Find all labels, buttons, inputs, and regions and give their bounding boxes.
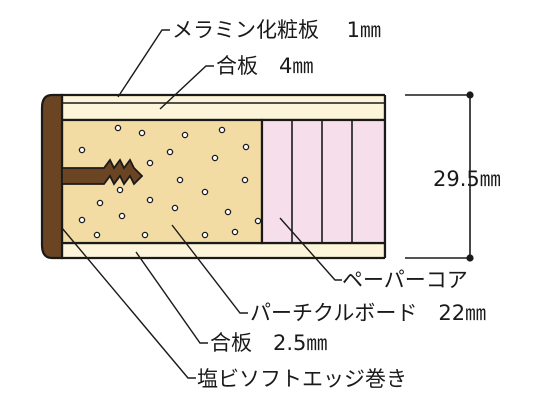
thickness-label: 29.5㎜ (433, 167, 501, 191)
plywood-top-leader (159, 65, 214, 110)
pvc-edge-label: 塩ビソフトエッジ巻き (197, 367, 407, 391)
particle-board-leader (171, 224, 248, 314)
paper-core (260, 118, 387, 245)
plywood-top-layer (60, 93, 387, 122)
particle-dots (78, 124, 262, 239)
plywood-bottom-leader (135, 251, 208, 344)
paper-core-cells (291, 120, 353, 243)
break-line (385, 90, 405, 262)
paper-core-leader (279, 217, 342, 281)
particle-board-label: パーチクルボード 22㎜ (250, 301, 486, 325)
pvc-edge (40, 93, 64, 260)
paper-core-label: ペーパーコア (342, 268, 468, 292)
melamine-leader (117, 29, 170, 98)
melamine-label: メラミン化粧板 1㎜ (172, 18, 381, 42)
thickness-dimension (405, 91, 474, 262)
pvc-edge-leader (61, 227, 196, 379)
plywood-top-label: 合板 4㎜ (216, 54, 313, 78)
pvc-edge-tongue (61, 158, 144, 186)
plywood-bottom-layer (60, 241, 387, 260)
plywood-bottom-label: 合板 2.5㎜ (210, 331, 327, 355)
